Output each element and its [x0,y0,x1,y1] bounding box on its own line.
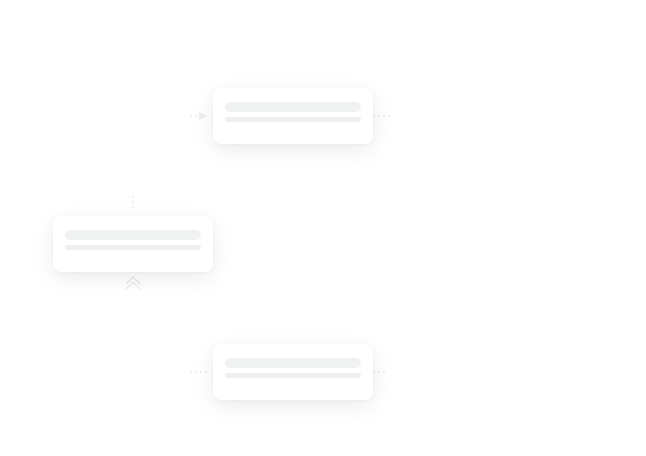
flow-node-left[interactable] [53,216,213,272]
flow-node-bottom[interactable] [213,344,373,400]
node-subtitle-placeholder [65,245,201,250]
flow-node-top[interactable] [213,88,373,144]
chevron-up-icon [125,280,141,290]
node-subtitle-placeholder [225,373,361,378]
node-title-placeholder [225,102,361,112]
node-subtitle-placeholder [225,117,361,122]
node-title-placeholder [65,230,201,240]
chevron-up-icon [125,275,141,285]
node-title-placeholder [225,358,361,368]
arrowhead-right-icon [199,112,207,120]
